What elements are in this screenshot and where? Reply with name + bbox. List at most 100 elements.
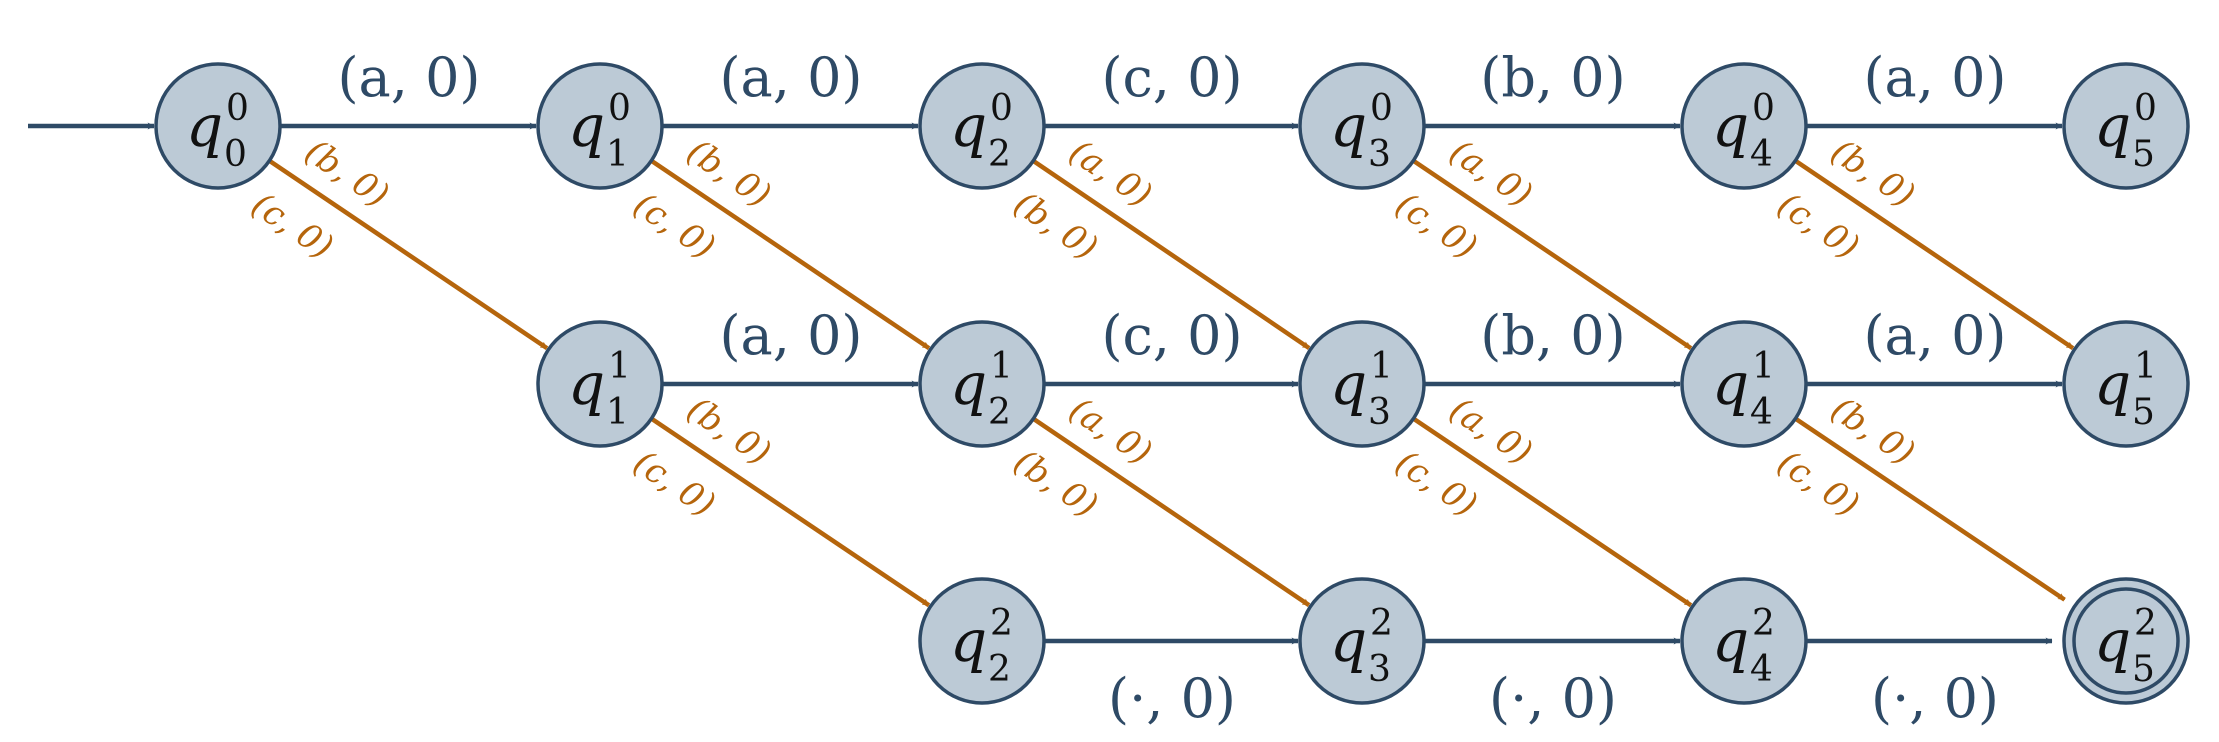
transition-label: (b, 0)	[1007, 184, 1105, 269]
state-circle	[1680, 320, 1808, 448]
transition-arrow-q2_1-q3_2	[1032, 416, 1311, 608]
state-symbol: q	[186, 92, 223, 160]
state-circle	[2062, 577, 2190, 705]
transition-label: (·, 0)	[1489, 667, 1617, 730]
transition-arrow-q3_1-q4_2	[1412, 416, 1693, 608]
state-symbol: q	[1330, 350, 1367, 418]
state-circle	[2062, 62, 2190, 190]
transition-arrow-q4_0-q5_1	[1794, 158, 2075, 351]
transitions-layer	[28, 122, 2075, 645]
state-subscript: 0	[224, 134, 247, 175]
state-symbol: q	[1712, 92, 1749, 160]
state-superscript: 1	[2134, 346, 2157, 387]
state-subscript: 5	[2132, 649, 2155, 690]
state-symbol: q	[2094, 92, 2131, 160]
transition-label: (a, 0)	[1062, 132, 1159, 216]
transition-label: (a, 0)	[719, 46, 862, 109]
transition-label: (b, 0)	[298, 131, 396, 215]
state-symbol: q	[1330, 92, 1367, 160]
state-subscript: 5	[2132, 134, 2155, 175]
state-circle	[536, 62, 664, 190]
state-subscript: 3	[1368, 134, 1391, 175]
transition-label: (b, 0)	[1480, 304, 1625, 367]
state-subscript: 3	[1368, 392, 1391, 433]
state-symbol: q	[1712, 607, 1749, 675]
transition-label: (a, 0)	[337, 46, 480, 109]
state-subscript: 4	[1750, 649, 1773, 690]
transition-arrow-q0_0-q1_1	[268, 158, 549, 351]
state-subscript: 4	[1750, 392, 1773, 433]
state-superscript: 0	[608, 88, 631, 129]
transition-label: (·, 0)	[1108, 667, 1236, 730]
transition-label: (b, 0)	[1480, 46, 1625, 109]
state-superscript: 0	[1752, 88, 1775, 129]
transition-arrow-q2_0-q3_1	[1032, 158, 1311, 350]
state-circle	[1298, 62, 1426, 190]
state-subscript: 5	[2132, 392, 2155, 433]
transition-label: (a, 0)	[1863, 304, 2006, 367]
state-symbol: q	[950, 607, 987, 675]
transition-label: (b, 0)	[1824, 389, 1922, 473]
state-subscript: 1	[606, 392, 629, 433]
state-circle	[1298, 320, 1426, 448]
state-symbol: q	[568, 92, 605, 160]
transition-label: (·, 0)	[1871, 667, 1999, 730]
transition-arrow-q4_1-q5_2	[1794, 416, 2066, 602]
accepting-ring	[2072, 587, 2180, 695]
state-circle	[1680, 577, 1808, 705]
state-superscript: 2	[1370, 603, 1393, 644]
state-circle	[918, 62, 1046, 190]
state-superscript: 0	[990, 88, 1013, 129]
state-subscript: 4	[1750, 134, 1773, 175]
transition-label: (b, 0)	[1824, 131, 1922, 215]
state-subscript: 1	[606, 134, 629, 175]
state-superscript: 1	[1370, 346, 1393, 387]
state-subscript: 2	[988, 649, 1011, 690]
state-circle	[2062, 320, 2190, 448]
state-symbol: q	[950, 350, 987, 418]
transition-label: (a, 0)	[1863, 46, 2006, 109]
state-subscript: 2	[988, 392, 1011, 433]
state-symbol: q	[1712, 350, 1749, 418]
state-subscript: 2	[988, 134, 1011, 175]
state-superscript: 2	[2134, 603, 2157, 644]
state-circle	[536, 320, 664, 448]
state-superscript: 1	[990, 346, 1013, 387]
state-symbol: q	[2094, 350, 2131, 418]
state-circle	[1298, 577, 1426, 705]
transition-label: (c, 0)	[1101, 46, 1242, 109]
state-symbol: q	[568, 350, 605, 418]
transition-label: (b, 0)	[1007, 441, 1105, 525]
transition-arrow-q3_0-q4_1	[1412, 158, 1693, 351]
transition-label: (c, 0)	[1101, 304, 1242, 367]
transition-label: (a, 0)	[719, 304, 862, 367]
state-superscript: 0	[1370, 88, 1393, 129]
transition-arrow-q1_0-q2_1	[650, 158, 931, 351]
state-circle	[918, 320, 1046, 448]
state-symbol: q	[950, 92, 987, 160]
state-circle	[1680, 62, 1808, 190]
state-circle	[154, 62, 282, 190]
state-superscript: 1	[1752, 346, 1775, 387]
transition-label: (a, 0)	[1442, 132, 1539, 216]
transition-label: (b, 0)	[680, 131, 778, 215]
transition-label: (a, 0)	[1062, 390, 1159, 474]
state-subscript: 3	[1368, 649, 1391, 690]
state-superscript: 1	[608, 346, 631, 387]
